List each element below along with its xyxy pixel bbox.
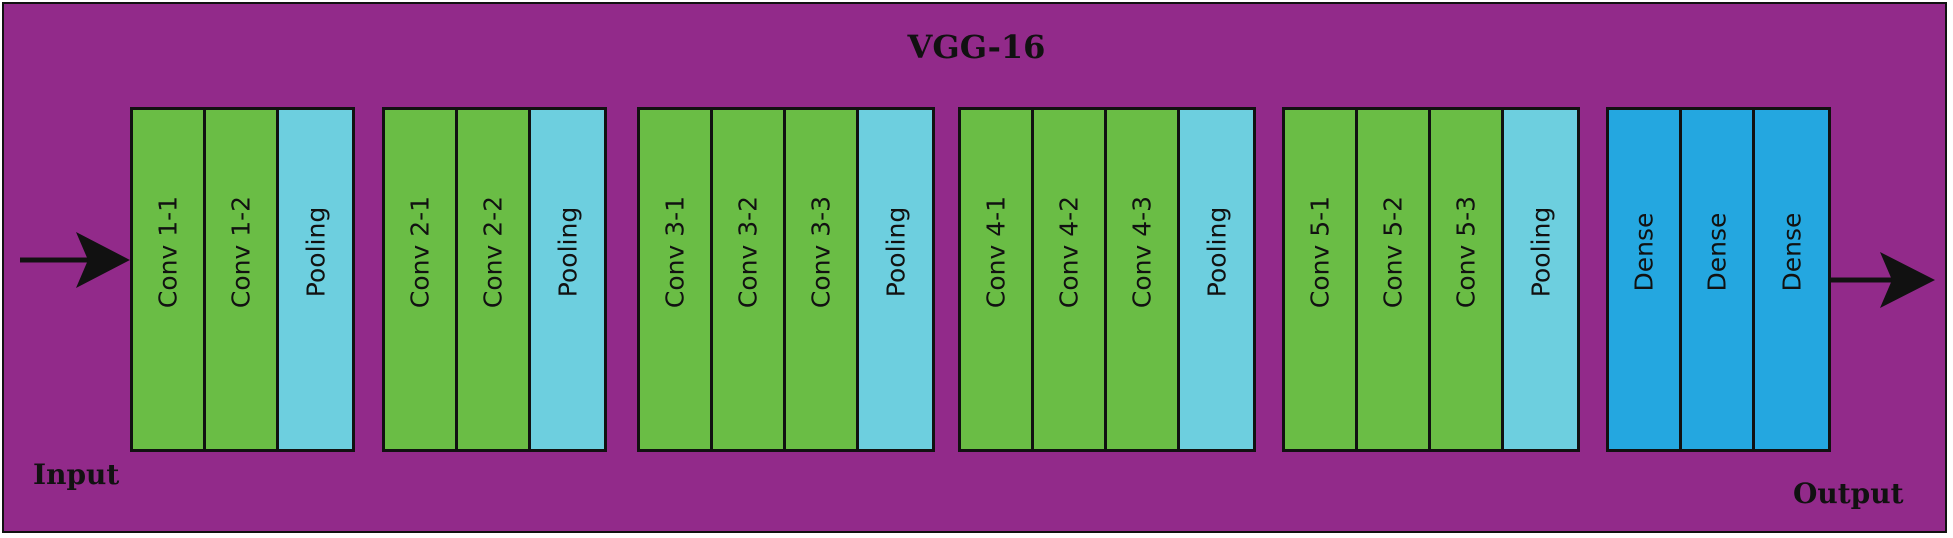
layer-label: Conv 4-1 xyxy=(981,196,1011,309)
layer-conv-5-2: Conv 5-2 xyxy=(1358,110,1431,449)
layer-label: Pooling xyxy=(1526,207,1555,298)
layer-label: Conv 5-1 xyxy=(1305,196,1335,309)
layer-conv-3-2: Conv 3-2 xyxy=(713,110,786,449)
output-label: Output xyxy=(1793,477,1904,510)
layer-label: Conv 2-1 xyxy=(405,196,435,309)
layer-label: Conv 3-3 xyxy=(806,196,836,309)
layer-label: Conv 1-1 xyxy=(153,196,183,309)
layer-conv-4-1: Conv 4-1 xyxy=(961,110,1034,449)
layer-label: Dense xyxy=(1702,212,1732,292)
layer-label: Dense xyxy=(1629,212,1659,292)
output-arrow-head xyxy=(1880,252,1935,308)
diagram-title: VGG-16 xyxy=(907,28,1046,66)
block-2: Conv 2-1 Conv 2-2 Pooling xyxy=(382,107,607,452)
layer-conv-4-3: Conv 4-3 xyxy=(1107,110,1180,449)
layer-pooling-4: Pooling xyxy=(1180,110,1253,449)
layer-pooling-1: Pooling xyxy=(279,110,352,449)
layer-pooling-5: Pooling xyxy=(1504,110,1577,449)
layer-label: Conv 1-2 xyxy=(226,196,256,309)
layer-conv-4-2: Conv 4-2 xyxy=(1034,110,1107,449)
block-5: Conv 5-1 Conv 5-2 Conv 5-3 Pooling xyxy=(1282,107,1580,452)
layer-conv-5-3: Conv 5-3 xyxy=(1431,110,1504,449)
layer-label: Conv 3-2 xyxy=(733,196,763,309)
layer-conv-2-1: Conv 2-1 xyxy=(385,110,458,449)
layer-label: Pooling xyxy=(553,207,582,298)
layer-label: Conv 4-3 xyxy=(1127,196,1157,309)
layer-conv-1-2: Conv 1-2 xyxy=(206,110,279,449)
layer-pooling-3: Pooling xyxy=(859,110,932,449)
layer-dense-1: Dense xyxy=(1609,110,1682,449)
layer-conv-5-1: Conv 5-1 xyxy=(1285,110,1358,449)
input-arrow-head xyxy=(76,232,130,288)
layer-conv-3-1: Conv 3-1 xyxy=(640,110,713,449)
layer-dense-2: Dense xyxy=(1682,110,1755,449)
layer-conv-3-3: Conv 3-3 xyxy=(786,110,859,449)
layer-label: Conv 2-2 xyxy=(478,196,508,309)
layer-conv-1-1: Conv 1-1 xyxy=(133,110,206,449)
block-dense: Dense Dense Dense xyxy=(1606,107,1831,452)
layer-conv-2-2: Conv 2-2 xyxy=(458,110,531,449)
layer-label: Conv 3-1 xyxy=(660,196,690,309)
layer-label: Pooling xyxy=(1202,207,1231,298)
block-3: Conv 3-1 Conv 3-2 Conv 3-3 Pooling xyxy=(637,107,935,452)
layer-label: Pooling xyxy=(881,207,910,298)
layer-label: Dense xyxy=(1777,212,1806,292)
layer-label: Conv 4-2 xyxy=(1054,196,1084,309)
layer-label: Conv 5-3 xyxy=(1451,196,1481,309)
layer-dense-3: Dense xyxy=(1755,110,1828,449)
block-1: Conv 1-1 Conv 1-2 Pooling xyxy=(130,107,355,452)
layer-label: Conv 5-2 xyxy=(1378,196,1408,309)
block-4: Conv 4-1 Conv 4-2 Conv 4-3 Pooling xyxy=(958,107,1256,452)
input-label: Input xyxy=(33,458,120,491)
layer-label: Pooling xyxy=(301,207,330,298)
layer-pooling-2: Pooling xyxy=(531,110,604,449)
